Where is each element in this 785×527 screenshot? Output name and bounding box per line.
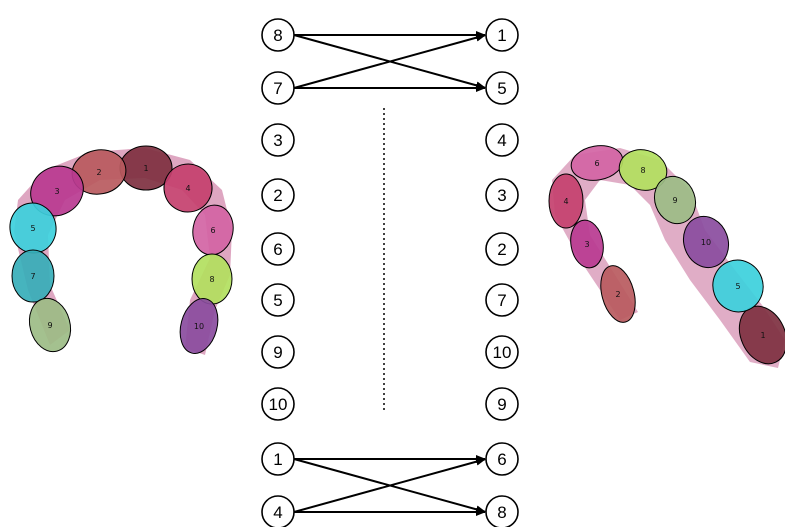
left-node-3: 3: [262, 124, 294, 156]
right-segment-label: 9: [672, 196, 677, 205]
left-segment-7: 7: [12, 250, 54, 302]
left-node-5: 5: [262, 284, 294, 316]
left-node-label: 3: [273, 131, 282, 150]
left-node-4: 4: [262, 496, 294, 527]
arrows-group: [294, 35, 485, 512]
right-node-3: 3: [486, 179, 518, 211]
left-node-label: 10: [269, 395, 288, 414]
right-node-7: 7: [486, 284, 518, 316]
right-node-6: 6: [486, 443, 518, 475]
left-node-label: 7: [273, 79, 282, 98]
left-segment-label: 10: [194, 322, 204, 331]
right-node-label: 4: [497, 131, 506, 150]
left-node-label: 2: [273, 186, 282, 205]
left-node-8: 8: [262, 19, 294, 51]
left-segment-label: 2: [96, 168, 101, 177]
left-segment-label: 5: [30, 224, 35, 233]
right-node-label: 9: [497, 395, 506, 414]
left-segment-8: 8: [192, 254, 232, 304]
left-segment-label: 7: [30, 272, 35, 281]
right-node-label: 3: [497, 186, 506, 205]
right-node-label: 1: [497, 26, 506, 45]
left-segment-label: 6: [210, 226, 215, 235]
right-node-1: 1: [486, 19, 518, 51]
left-node-label: 4: [273, 503, 282, 522]
left-node-6: 6: [262, 233, 294, 265]
left-segment-9: 9: [24, 294, 77, 357]
left-node-label: 6: [273, 240, 282, 259]
left-horseshoe-shape: 1 2 3 4 5 6 7 8 9 10: [6, 146, 237, 358]
left-node-label: 1: [273, 450, 282, 469]
right-column: 1 5 4 3 2 7 10 9 6 8: [486, 19, 518, 527]
left-node-label: 9: [273, 343, 282, 362]
left-column: 8 7 3 2 6 5 9 10 1 4: [262, 19, 294, 527]
left-segment-label: 3: [54, 187, 59, 196]
left-node-10: 10: [262, 388, 294, 420]
left-node-9: 9: [262, 336, 294, 368]
left-node-label: 8: [273, 26, 282, 45]
right-node-4: 4: [486, 124, 518, 156]
right-node-9: 9: [486, 388, 518, 420]
right-node-10: 10: [486, 336, 518, 368]
right-node-5: 5: [486, 72, 518, 104]
left-node-2: 2: [262, 179, 294, 211]
right-node-label: 2: [497, 240, 506, 259]
right-node-label: 8: [497, 503, 506, 522]
left-segment-label: 9: [47, 321, 52, 330]
right-node-label: 5: [497, 79, 506, 98]
right-segment-label: 5: [735, 282, 740, 291]
right-segment-label: 10: [701, 238, 711, 247]
right-node-8: 8: [486, 496, 518, 527]
right-bent-shape: 1 2 3 4 5 6 8 9 10: [549, 142, 785, 372]
right-segment-label: 2: [615, 290, 620, 299]
right-node-2: 2: [486, 233, 518, 265]
left-segment-label: 4: [185, 184, 190, 193]
right-segment-label: 4: [563, 197, 568, 206]
right-node-label: 10: [493, 343, 512, 362]
left-segment-label: 8: [209, 275, 214, 284]
right-segment-label: 1: [760, 331, 765, 340]
left-node-label: 5: [273, 291, 282, 310]
left-node-1: 1: [262, 443, 294, 475]
right-segment-label: 8: [640, 166, 645, 175]
left-segment-label: 1: [143, 164, 148, 173]
right-node-label: 6: [497, 450, 506, 469]
right-segment-label: 6: [594, 159, 599, 168]
right-segment-label: 3: [584, 240, 589, 249]
right-segment-4: 4: [549, 174, 583, 228]
left-node-7: 7: [262, 72, 294, 104]
right-node-label: 7: [497, 291, 506, 310]
